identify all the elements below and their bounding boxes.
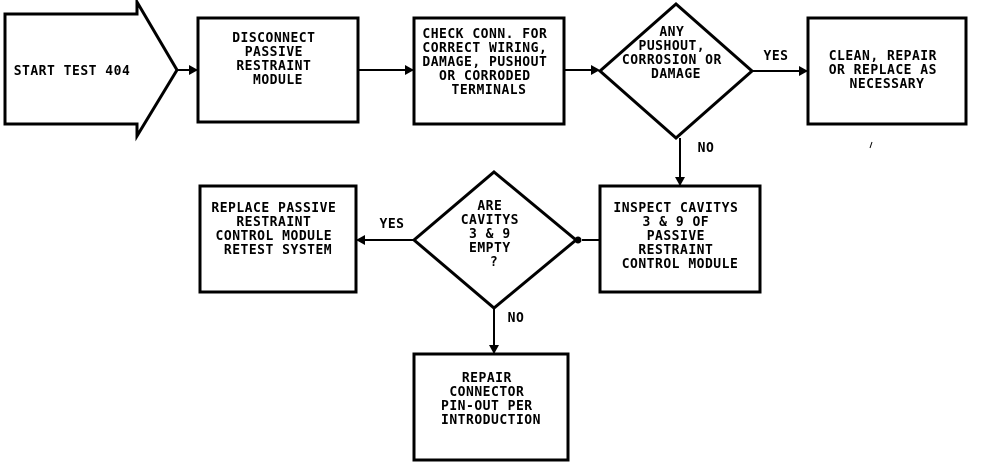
- arrowhead-decision1: [591, 65, 600, 75]
- pushout-corrosion-decision-text: ANY PUSHOUT, CORROSION OR DAMAGE: [622, 25, 730, 82]
- repair-connector-text: REPAIR CONNECTOR PIN-OUT PER INTRODUCTIO…: [441, 371, 541, 428]
- yes-label-1: YES: [764, 49, 789, 64]
- replace-module-text: REPLACE PASSIVE RESTRAINT CONTROL MODULE…: [211, 201, 344, 258]
- stray-mark: [869, 141, 873, 149]
- no-label-2: NO: [508, 311, 525, 326]
- arrowhead-replace: [356, 235, 365, 245]
- yes-label-2: YES: [380, 217, 405, 232]
- replace-module-box: [198, 184, 358, 294]
- clean-repair-text: CLEAN, REPAIR OR REPLACE AS NECESSARY: [829, 49, 946, 92]
- check-connector-box: [412, 16, 566, 126]
- repair-connector-box: [412, 352, 570, 462]
- check-connector-text: CHECK CONN. FOR CORRECT WIRING, DAMAGE, …: [422, 27, 555, 98]
- arrowhead-repair: [489, 345, 499, 354]
- disconnect-module-text: DISCONNECT PASSIVE RESTRAINT MODULE: [232, 31, 324, 88]
- inspect-cavitys-box: [598, 184, 762, 294]
- arrowhead-clean: [799, 66, 808, 76]
- inspect-cavitys-text: INSPECT CAVITYS 3 & 9 OF PASSIVE RESTRAI…: [613, 201, 746, 272]
- cavitys-empty-decision-text: ARE CAVITYS 3 & 9 EMPTY ?: [461, 199, 528, 270]
- no-label-1: NO: [698, 141, 715, 156]
- start-arrow-shape: [3, 0, 179, 142]
- start-label: START TEST 404: [14, 64, 131, 79]
- pushout-corrosion-decision: [597, 2, 755, 140]
- arrowhead-inspect: [675, 177, 685, 186]
- arrowhead-disconnect: [189, 65, 198, 75]
- connector-dot-decision2: [574, 236, 582, 244]
- arrowhead-check: [405, 65, 414, 75]
